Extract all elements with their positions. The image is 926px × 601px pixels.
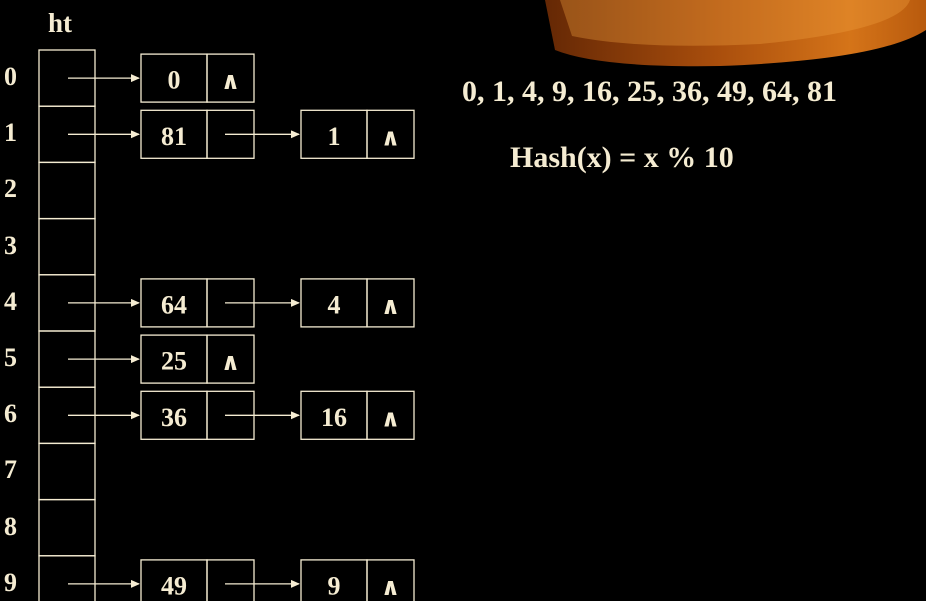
null-pointer-icon: ∧	[381, 575, 401, 601]
node-value-9: 9	[328, 571, 341, 600]
input-sequence: 0, 1, 4, 9, 16, 25, 36, 49, 64, 81	[462, 75, 837, 108]
bucket-index-4: 4	[4, 286, 17, 316]
bucket-index-9: 9	[4, 567, 17, 597]
bucket-index-0: 0	[4, 62, 17, 91]
node-pointer-box	[206, 334, 255, 384]
node-value-81: 81	[161, 122, 187, 151]
bucket-index-8: 8	[4, 511, 17, 541]
bucket-index-7: 7	[4, 455, 17, 485]
node-value-25: 25	[161, 347, 187, 376]
node-value-0: 0	[168, 66, 181, 95]
table-cell	[38, 498, 96, 557]
table-cell	[38, 442, 96, 501]
node-value-16: 16	[321, 403, 347, 432]
null-pointer-icon: ∧	[381, 125, 401, 151]
null-pointer-icon: ∧	[221, 69, 241, 95]
node-value-36: 36	[161, 403, 187, 432]
node-value-4: 4	[328, 290, 341, 319]
node-pointer-box	[366, 278, 415, 328]
node-value-64: 64	[161, 290, 187, 319]
bucket-index-3: 3	[4, 230, 17, 260]
bucket-index-5: 5	[4, 343, 17, 372]
table-cell	[38, 217, 96, 276]
hash-table-label: ht	[48, 8, 73, 38]
node-pointer-box	[206, 559, 255, 601]
null-pointer-icon: ∧	[221, 350, 241, 376]
node-pointer-box	[366, 559, 415, 601]
node-value-1: 1	[328, 122, 341, 151]
hash-function-formula: Hash(x) = x % 10	[510, 141, 734, 174]
node-value-49: 49	[161, 571, 187, 600]
bucket-index-1: 1	[4, 118, 17, 148]
node-pointer-box	[366, 109, 415, 159]
node-pointer-box	[366, 390, 415, 440]
table-cell	[38, 555, 96, 601]
bucket-index-2: 2	[4, 174, 17, 204]
null-pointer-icon: ∧	[381, 406, 401, 432]
null-pointer-icon: ∧	[381, 294, 401, 320]
table-cell	[38, 161, 96, 220]
node-pointer-box	[206, 53, 255, 103]
bucket-index-6: 6	[4, 399, 17, 429]
